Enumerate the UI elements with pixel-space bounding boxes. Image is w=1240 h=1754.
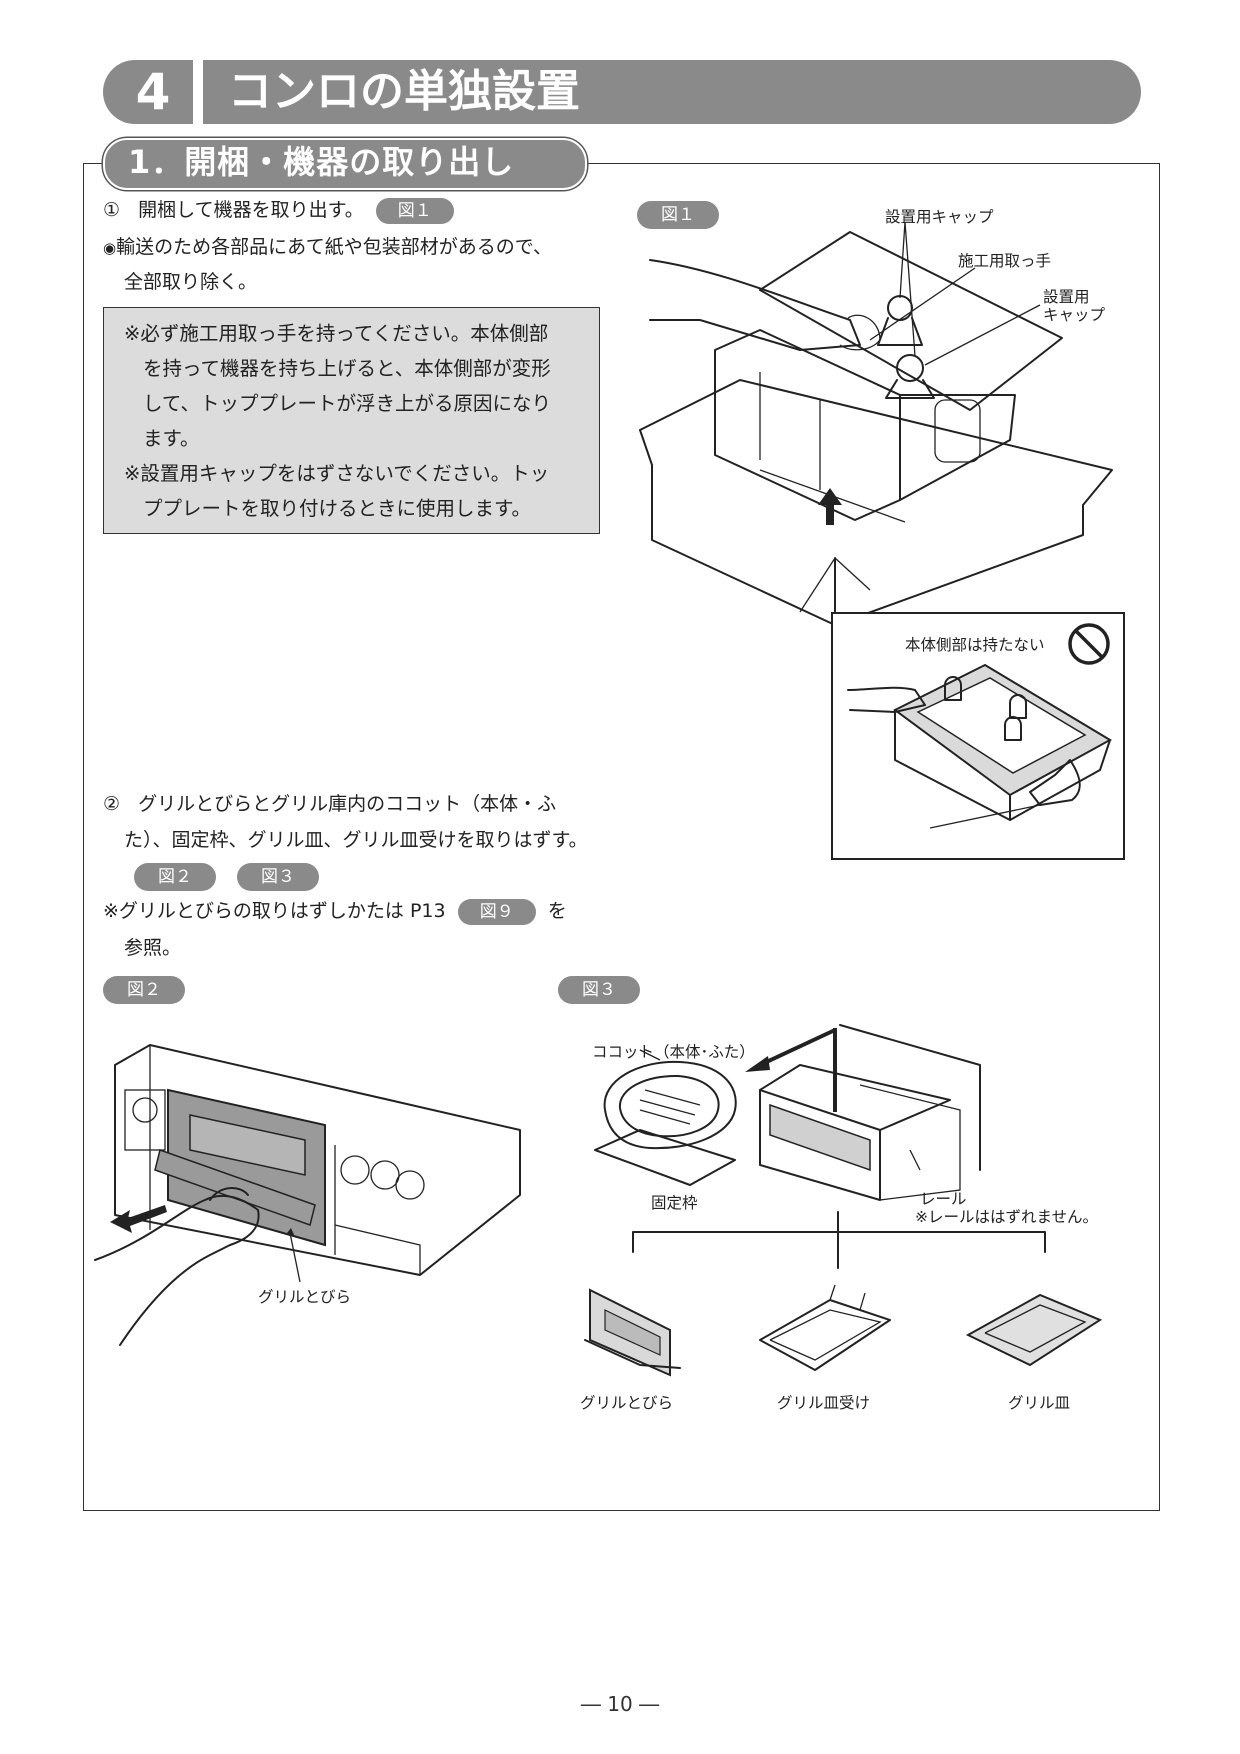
note-line: ※必ず施工用取っ手を持ってください。本体側部 — [124, 322, 549, 345]
page-title: コンロの単独設置 — [228, 66, 580, 117]
step1-bullet-text-2: 全部取り除く。 — [124, 271, 258, 293]
fig3-part-tray-holder: グリル皿受け — [777, 1394, 871, 1412]
step1-text: 開梱して機器を取り出す。 — [138, 199, 364, 221]
step2-note-prefix: ※グリルとびらの取りはずしかたは P13 — [103, 900, 446, 922]
step1-line: ① 開梱して機器を取り出す。 図１ — [103, 192, 454, 228]
fig2-label-door: グリルとびら — [258, 1288, 352, 1306]
fig3-part-tray: グリル皿 — [1008, 1394, 1071, 1412]
fig3-label-frame: 固定枠 — [651, 1194, 698, 1212]
section-number-badge — [103, 60, 203, 124]
step2-text-1: グリルとびらとグリル庫内のココット（本体・ふ — [138, 793, 557, 815]
step2-note-fig-ref[interactable]: 図９ — [457, 898, 536, 925]
step1-bullet-line: ◉輸送のため各部品にあて紙や包装部材があるので、 — [103, 229, 552, 266]
note-line: して、トッププレートが浮き上がる原因になり — [143, 392, 551, 415]
page-number: ― 10 ― — [580, 1692, 660, 1716]
header-divider — [193, 60, 203, 124]
fig3-part-door: グリルとびら — [580, 1394, 674, 1412]
note-line: ププレートを取り付けるときに使用します。 — [143, 497, 532, 520]
caution-note-box — [103, 307, 600, 534]
step2-note-line-2: 参照。 — [124, 937, 182, 959]
fig2-tag: 図２ — [103, 976, 185, 1004]
fig1-inset-caption: 本体側部は持たない — [905, 636, 1045, 654]
step1-bullet-text-1: 輸送のため各部品にあて紙や包装部材があるので、 — [116, 236, 552, 258]
step1-fig-ref[interactable]: 図１ — [375, 197, 454, 224]
bullet-icon: ◉ — [103, 239, 117, 257]
note-line: ます。 — [143, 427, 200, 450]
step1-marker: ① — [103, 199, 121, 221]
fig3-label-rail-note: ※レールははずれません。 — [915, 1208, 1099, 1226]
subsection-pill — [103, 138, 587, 190]
section-frame — [83, 163, 1160, 1511]
step2-marker: ② — [103, 793, 121, 815]
fig1-tag: 図１ — [637, 201, 719, 229]
step2-fig-ref-2[interactable]: 図２ — [134, 863, 216, 891]
note-line: ※設置用キャップをはずさないでください。トッ — [124, 462, 550, 485]
fig3-label-cocotte: ココット（本体･ふた） — [592, 1043, 755, 1061]
step2-line-1: ② グリルとびらとグリル庫内のココット（本体・ふ — [103, 786, 556, 822]
step2-fig-ref-3[interactable]: 図３ — [237, 863, 319, 891]
step2-note-line: ※グリルとびらの取りはずしかたは P13 図９ を — [103, 893, 567, 929]
step2-note-suffix: を — [547, 900, 567, 922]
fig1-label-cap-top: 設置用キャップ — [885, 208, 994, 226]
fig3-label-rail: レール — [920, 1190, 967, 1208]
fig3-tag: 図３ — [558, 976, 640, 1004]
fig1-label-handle: 施工用取っ手 — [958, 252, 1052, 270]
subsection-title: 1．開梱・機器の取り出し — [128, 143, 515, 181]
fig1-label-cap-right-2: キャップ — [1043, 306, 1106, 324]
header-bar — [203, 60, 1141, 124]
note-line: を持って機器を持ち上げると、本体側部が変形 — [143, 357, 551, 380]
step2-text-2: た）、固定枠、グリル皿、グリル皿受けを取りはずす。 — [124, 829, 588, 851]
section-number: 4 — [135, 63, 171, 121]
fig1-label-cap-right-1: 設置用 — [1043, 288, 1090, 306]
